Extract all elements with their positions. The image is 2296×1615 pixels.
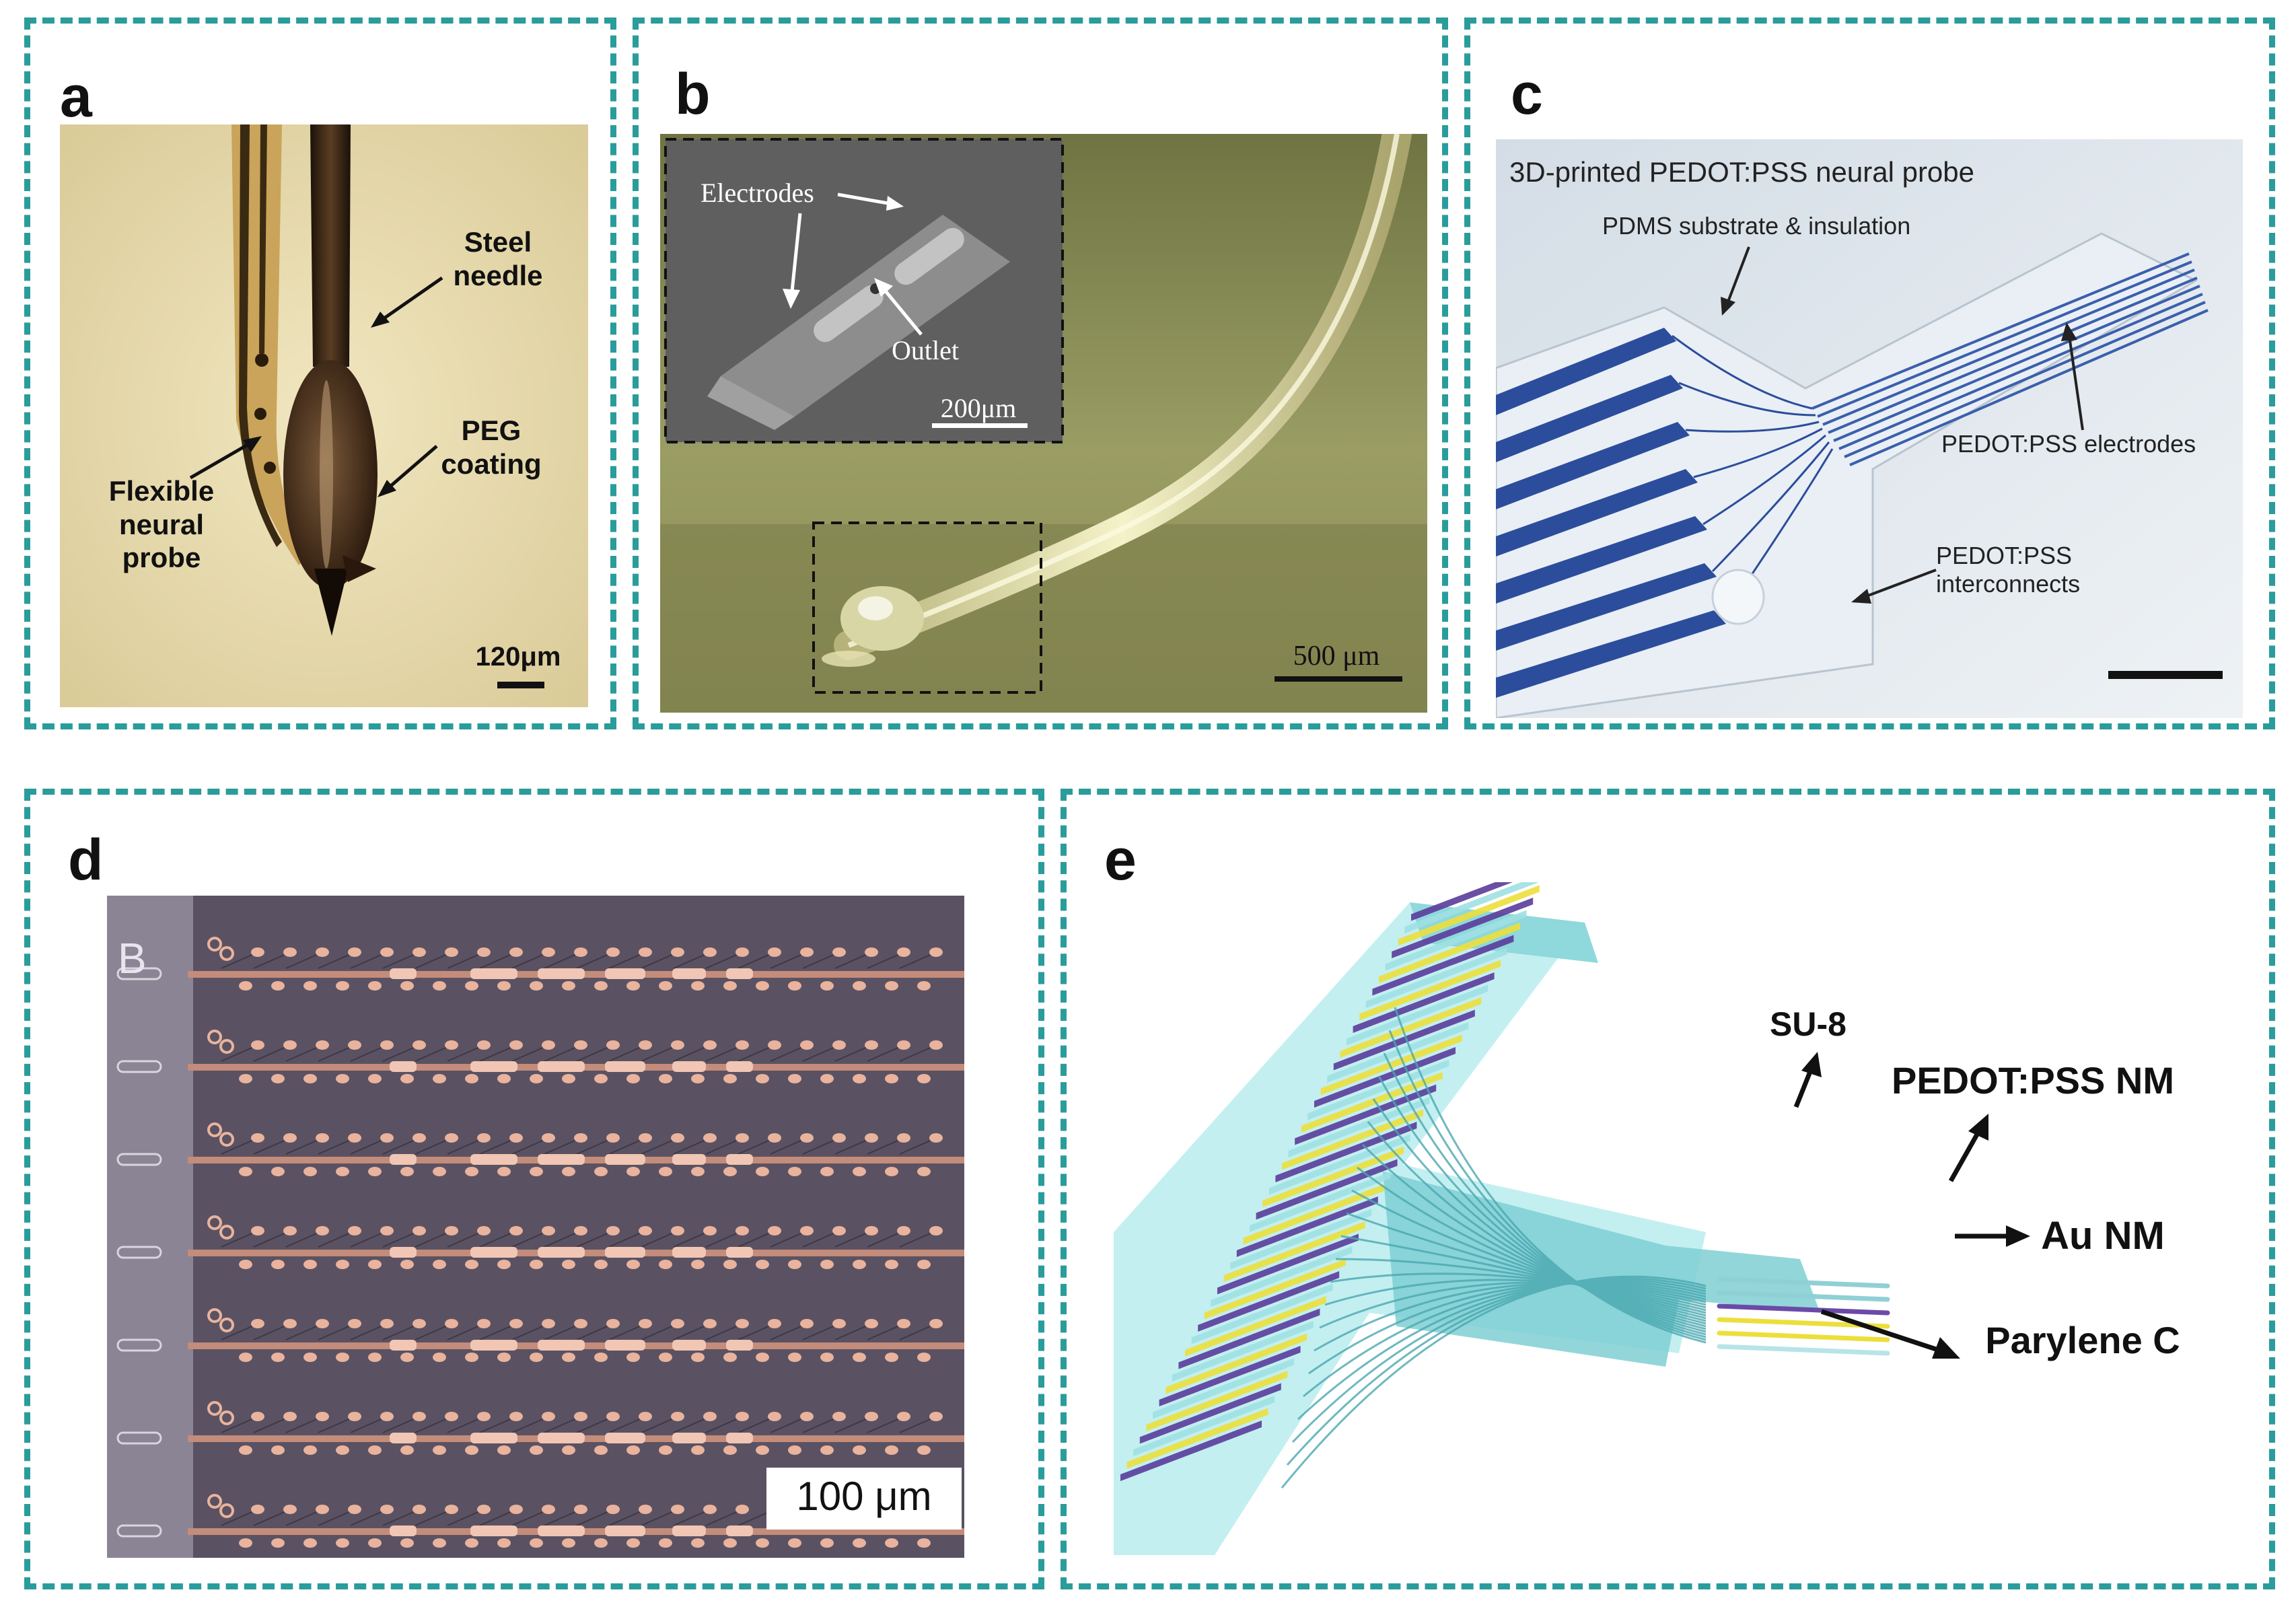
panel-d-letter: d (68, 828, 104, 892)
panel-b-letter: b (675, 62, 711, 127)
steel-needle-label: Steel needle (453, 226, 543, 291)
pdms-label: PDMS substrate & insulation (1602, 212, 1911, 240)
panel-d-scale-bar (823, 1521, 881, 1527)
panel-a-photo (60, 124, 588, 707)
panel-a-scale-bar (497, 682, 544, 688)
inset-scale-label: 200μm (940, 393, 1017, 423)
panel-c-photo (1496, 139, 2243, 718)
au-nm-label: Au NM (2041, 1214, 2165, 1258)
outlet-label: Outlet (892, 335, 959, 365)
panel-d-scale-label: 100 μm (796, 1474, 932, 1519)
panel-d-array-illustration (107, 896, 964, 1558)
au-nm-arrow (1955, 1225, 2030, 1247)
panel-c-title: 3D-printed PEDOT:PSS neural probe (1509, 156, 1975, 188)
panel-e: e SU-8 PEDOT:PSS NM Au NM (1061, 789, 2275, 1589)
pedot-interconnects-label: PEDOT:PSS interconnects (1936, 542, 2081, 598)
panel-a-scale-label: 120μm (475, 642, 561, 672)
panel-c-probe-illustration (1496, 139, 2243, 718)
panel-e-probe-illustration (1114, 882, 1890, 1555)
parylene-label: Parylene C (1985, 1319, 2180, 1361)
panel-c: c (1464, 17, 2275, 729)
pedot-nm-arrow (1948, 1114, 1988, 1182)
panel-b-scale-bar (1275, 676, 1402, 682)
panel-d-sublabel: B (118, 934, 147, 982)
panel-a-probe-illustration (60, 124, 588, 707)
panel-d: d B 100 μm (24, 789, 1044, 1589)
flexible-probe-label: Flexible neural probe (108, 475, 215, 574)
panel-b-scale-label: 500 μm (1293, 641, 1380, 672)
inset-scale-bar (932, 423, 1028, 428)
panel-e-render (1114, 882, 1921, 1555)
pedot-electrodes-label: PEDOT:PSS electrodes (1941, 430, 2196, 458)
panel-b-probe-illustration (660, 134, 1427, 713)
peg-coating-label: PEG coating (441, 415, 542, 480)
panel-d-photo (107, 896, 964, 1558)
panel-e-letter: e (1104, 828, 1137, 892)
panel-b: b (633, 17, 1448, 729)
panel-b-photo (660, 134, 1427, 713)
electrodes-label: Electrodes (701, 178, 814, 208)
pedot-nm-label: PEDOT:PSS NM (1891, 1059, 2175, 1102)
panel-a-letter: a (60, 65, 92, 129)
su8-label: SU-8 (1770, 1005, 1846, 1043)
panel-d-scale-box (766, 1468, 962, 1530)
panel-a: a (24, 17, 616, 729)
panel-c-letter: c (1511, 62, 1543, 127)
